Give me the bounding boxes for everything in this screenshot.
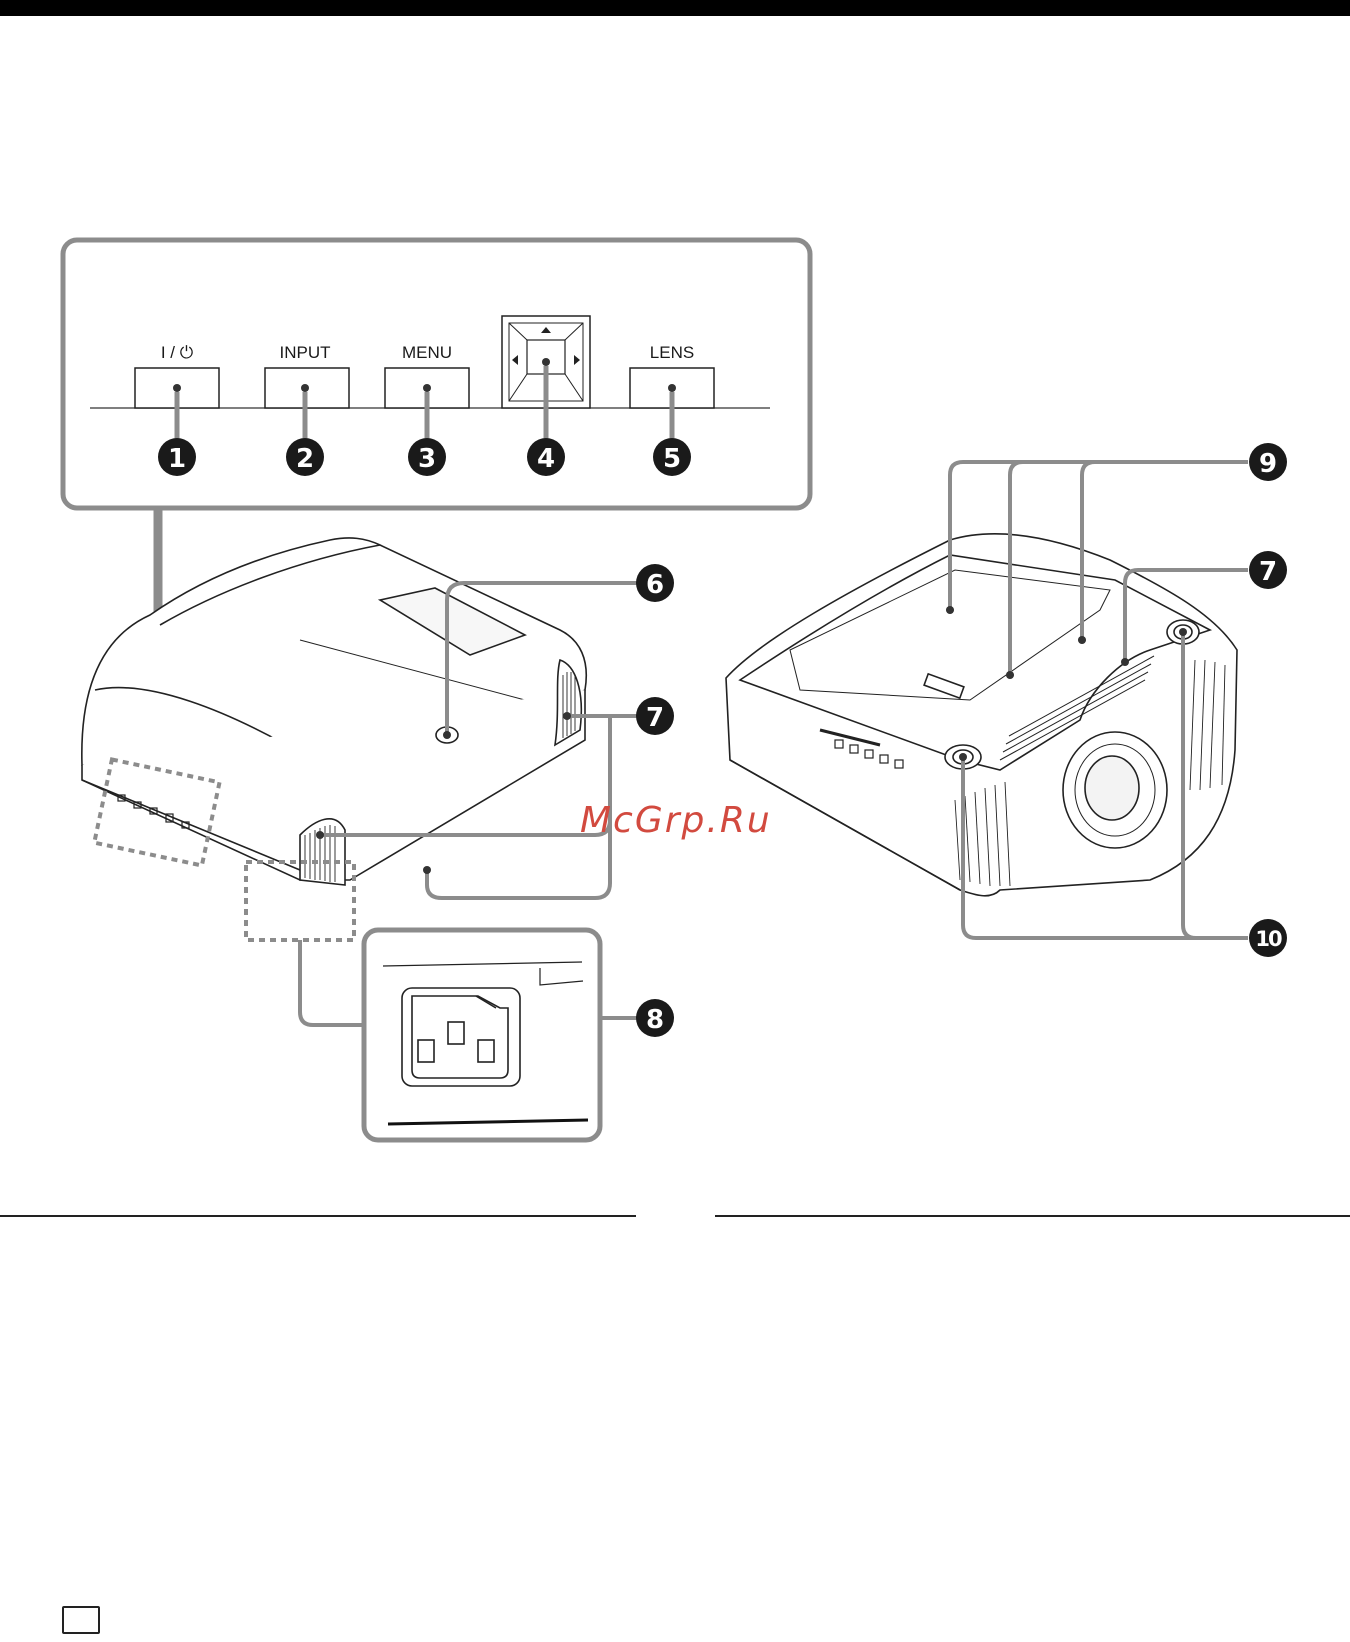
- callout-4: 4: [527, 438, 565, 476]
- callout-7-front: 7: [636, 697, 674, 735]
- svg-text:5: 5: [663, 444, 681, 474]
- header-bar: [0, 0, 1350, 16]
- svg-text:4: 4: [537, 444, 555, 474]
- svg-text:1: 1: [168, 444, 186, 474]
- menu-button-label: MENU: [402, 343, 452, 362]
- svg-text:2: 2: [296, 444, 314, 474]
- svg-text:6: 6: [646, 570, 664, 600]
- callout-8: 8: [636, 999, 674, 1037]
- power-button-label: I / ⏻: [161, 343, 194, 362]
- callout-7-bottom: 7: [1249, 551, 1287, 589]
- input-button-label: INPUT: [280, 343, 331, 362]
- svg-text:7: 7: [646, 703, 664, 733]
- input-button: INPUT: [265, 343, 349, 440]
- lens-button: LENS: [630, 343, 714, 440]
- callout-3: 3: [408, 438, 446, 476]
- svg-text:10: 10: [1255, 927, 1282, 951]
- callout-1: 1: [158, 438, 196, 476]
- watermark: McGrp.Ru: [580, 800, 772, 841]
- svg-text:8: 8: [646, 1005, 664, 1035]
- svg-text:7: 7: [1259, 557, 1277, 587]
- control-panel-detail: I / ⏻ INPUT MENU: [63, 240, 810, 508]
- svg-text:3: 3: [418, 444, 436, 474]
- callout-2: 2: [286, 438, 324, 476]
- projector-bottom-view: [726, 534, 1237, 896]
- power-button: I / ⏻: [135, 343, 219, 440]
- arrow-pad: [502, 316, 590, 440]
- callout-5: 5: [653, 438, 691, 476]
- menu-button: MENU: [385, 343, 469, 440]
- ac-inlet-detail: [364, 930, 600, 1140]
- svg-text:9: 9: [1259, 449, 1277, 479]
- callout-10: 10: [1249, 919, 1287, 957]
- page-number-box: [62, 1606, 100, 1634]
- callout-6: 6: [636, 564, 674, 602]
- lens-button-label: LENS: [650, 343, 694, 362]
- callout-9: 9: [1249, 443, 1287, 481]
